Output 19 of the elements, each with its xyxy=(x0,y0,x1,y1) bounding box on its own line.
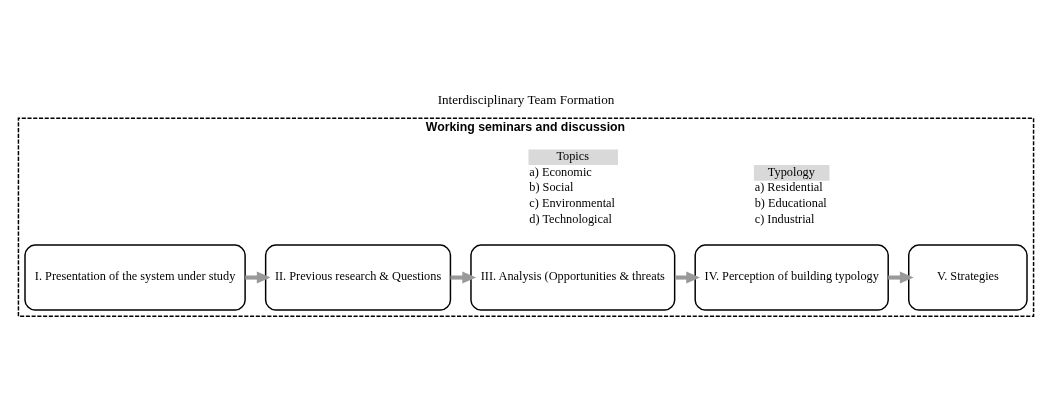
node-label: b) Educational xyxy=(754,195,827,210)
arrow xyxy=(674,271,700,284)
node-box: III. Analysis (Opportunities & threats xyxy=(470,243,676,311)
node-label: d) Technological xyxy=(529,211,612,226)
node-label: a) Residential xyxy=(754,179,823,194)
node-box: IV. Perception of building typology xyxy=(694,243,889,311)
node-label: c) Industrial xyxy=(754,211,815,226)
arrow xyxy=(888,271,914,284)
diagram-title: Interdisciplinary Team Formation xyxy=(437,91,615,107)
node-box: V. Strategies xyxy=(908,243,1028,311)
node-box: I. Presentation of the system under study xyxy=(24,243,246,311)
node-box: Topics xyxy=(528,148,618,165)
node-box: Typology xyxy=(753,164,830,181)
node-label: a) Economic xyxy=(529,164,592,179)
arrow xyxy=(450,271,477,284)
arrow xyxy=(245,271,271,284)
node-label: c) Environmental xyxy=(529,195,615,210)
node-label: b) Social xyxy=(529,179,574,194)
node-box: II. Previous research & Questions xyxy=(264,243,452,311)
